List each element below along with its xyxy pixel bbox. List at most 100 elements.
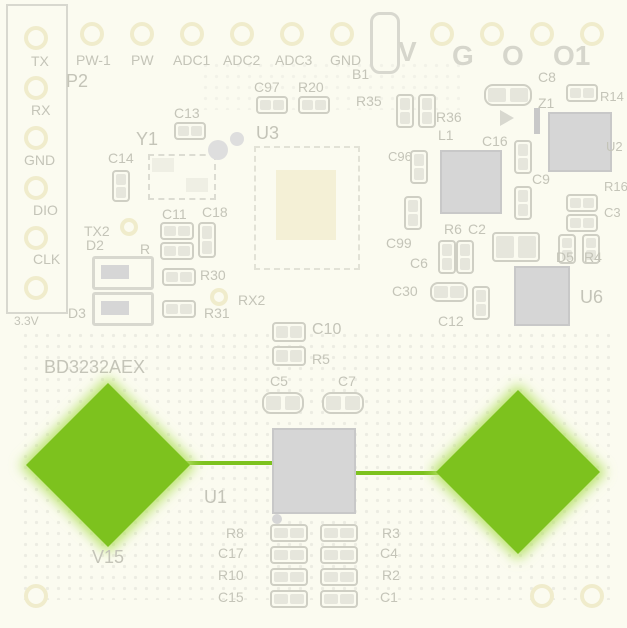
cap-c12[interactable] [472,286,490,320]
res-r6[interactable] [438,240,456,274]
cap-c97[interactable] [256,96,288,114]
diode-z1[interactable] [500,110,514,126]
via-u3-b [230,132,244,146]
label-c18: C18 [202,204,228,220]
header-p2-pin-4[interactable] [24,176,48,200]
led-d2[interactable] [92,256,154,290]
cap-c8[interactable] [484,84,532,106]
big-letter-v: V [398,36,417,67]
res-r4[interactable] [582,234,600,264]
via-u3-a [208,140,228,160]
cap-c99[interactable] [404,196,422,230]
electrode-diamond-right [430,384,606,560]
label-c12: C12 [438,313,464,329]
label-tx2: TX2 [84,223,110,239]
top-pad-4[interactable] [230,22,254,46]
cap-c14[interactable] [112,170,130,202]
top-pad-5[interactable] [280,22,304,46]
cap-c7[interactable] [322,392,364,414]
part-label-bd3232aex: BD3232AEX [44,357,146,377]
led-d3[interactable] [92,292,154,326]
res-r16[interactable] [566,214,598,232]
big-letter-o: O [502,40,524,71]
cap-c16[interactable] [514,140,532,174]
pin-label-rx: RX [31,102,51,118]
chip-u6[interactable] [514,266,570,326]
res-r31[interactable] [162,300,196,318]
label-c11: C11 [162,206,187,222]
label-r31: R31 [204,305,230,321]
cap-c11-a[interactable] [160,222,194,240]
label-c6: C6 [410,255,428,271]
label-c1: C1 [380,589,398,605]
regulator-u2[interactable] [548,112,612,172]
res-r5[interactable] [272,346,306,366]
cap-c9[interactable] [514,186,532,220]
cap-c4[interactable] [320,546,358,564]
res-r30[interactable] [162,268,196,286]
label-c2: C2 [468,221,486,237]
label-c3: C3 [604,205,621,220]
label-r20: R20 [298,79,324,95]
res-r3[interactable] [320,524,358,542]
top-pad-7[interactable] [430,22,454,46]
res-r2[interactable] [320,568,358,586]
bottom-pad-3[interactable] [580,584,604,608]
top-pad-3[interactable] [180,22,204,46]
label-r8: R8 [226,525,244,541]
res-r14[interactable] [566,84,598,102]
bottom-pad-1[interactable] [24,584,48,608]
cap-c17[interactable] [270,546,308,564]
cap-c15[interactable] [270,590,308,608]
cap-c13[interactable] [174,122,206,140]
pad-rx2[interactable] [210,288,228,306]
top-pad-10[interactable] [580,22,604,46]
header-p2-pin-2[interactable] [24,76,48,100]
trace-right [352,471,442,475]
label-u2: U2 [606,139,623,154]
cap-c1[interactable] [320,590,358,608]
cap-c11-b[interactable] [160,242,194,260]
cap-c96[interactable] [410,150,428,184]
bottom-pad-2[interactable] [530,584,554,608]
label-r5: R5 [312,351,330,367]
header-p2-pin-5[interactable] [24,226,48,250]
cap-c30[interactable] [430,282,468,302]
diode-d5[interactable] [558,234,576,264]
cap-c18[interactable] [198,222,216,258]
header-label-pw1: PW-1 [76,52,111,68]
header-p2-outline [6,4,68,314]
cap-c10[interactable] [272,322,306,342]
label-c97: C97 [254,79,280,95]
pin-label-3v3: 3.3V [14,314,39,328]
label-c10: C10 [312,321,342,338]
cap-c5[interactable] [262,392,304,414]
label-c7: C7 [338,373,356,389]
cap-c3[interactable] [566,194,598,212]
res-r36[interactable] [418,94,436,128]
header-p2-pin-3[interactable] [24,126,48,150]
pad-tx2[interactable] [120,218,138,236]
res-r35[interactable] [396,94,414,128]
label-c13: C13 [174,105,200,121]
label-c30: C30 [392,283,418,299]
label-c5: C5 [270,373,288,389]
header-p2-pin-6[interactable] [24,276,48,300]
label-c9: C9 [532,171,550,187]
top-pad-6[interactable] [330,22,354,46]
res-r20[interactable] [298,96,330,114]
chip-u1[interactable] [272,428,356,514]
res-r8[interactable] [270,524,308,542]
inductor-l1[interactable] [440,150,502,214]
top-pad-8[interactable] [480,22,504,46]
res-r10[interactable] [270,568,308,586]
cap-c2[interactable] [492,232,540,262]
label-r35: R35 [356,93,382,109]
top-pad-2[interactable] [130,22,154,46]
cap-c6[interactable] [456,240,474,274]
mcu-u3[interactable] [254,146,360,270]
header-p2-pin-1[interactable] [24,26,48,50]
top-pad-9[interactable] [530,22,554,46]
top-pad-1[interactable] [80,22,104,46]
